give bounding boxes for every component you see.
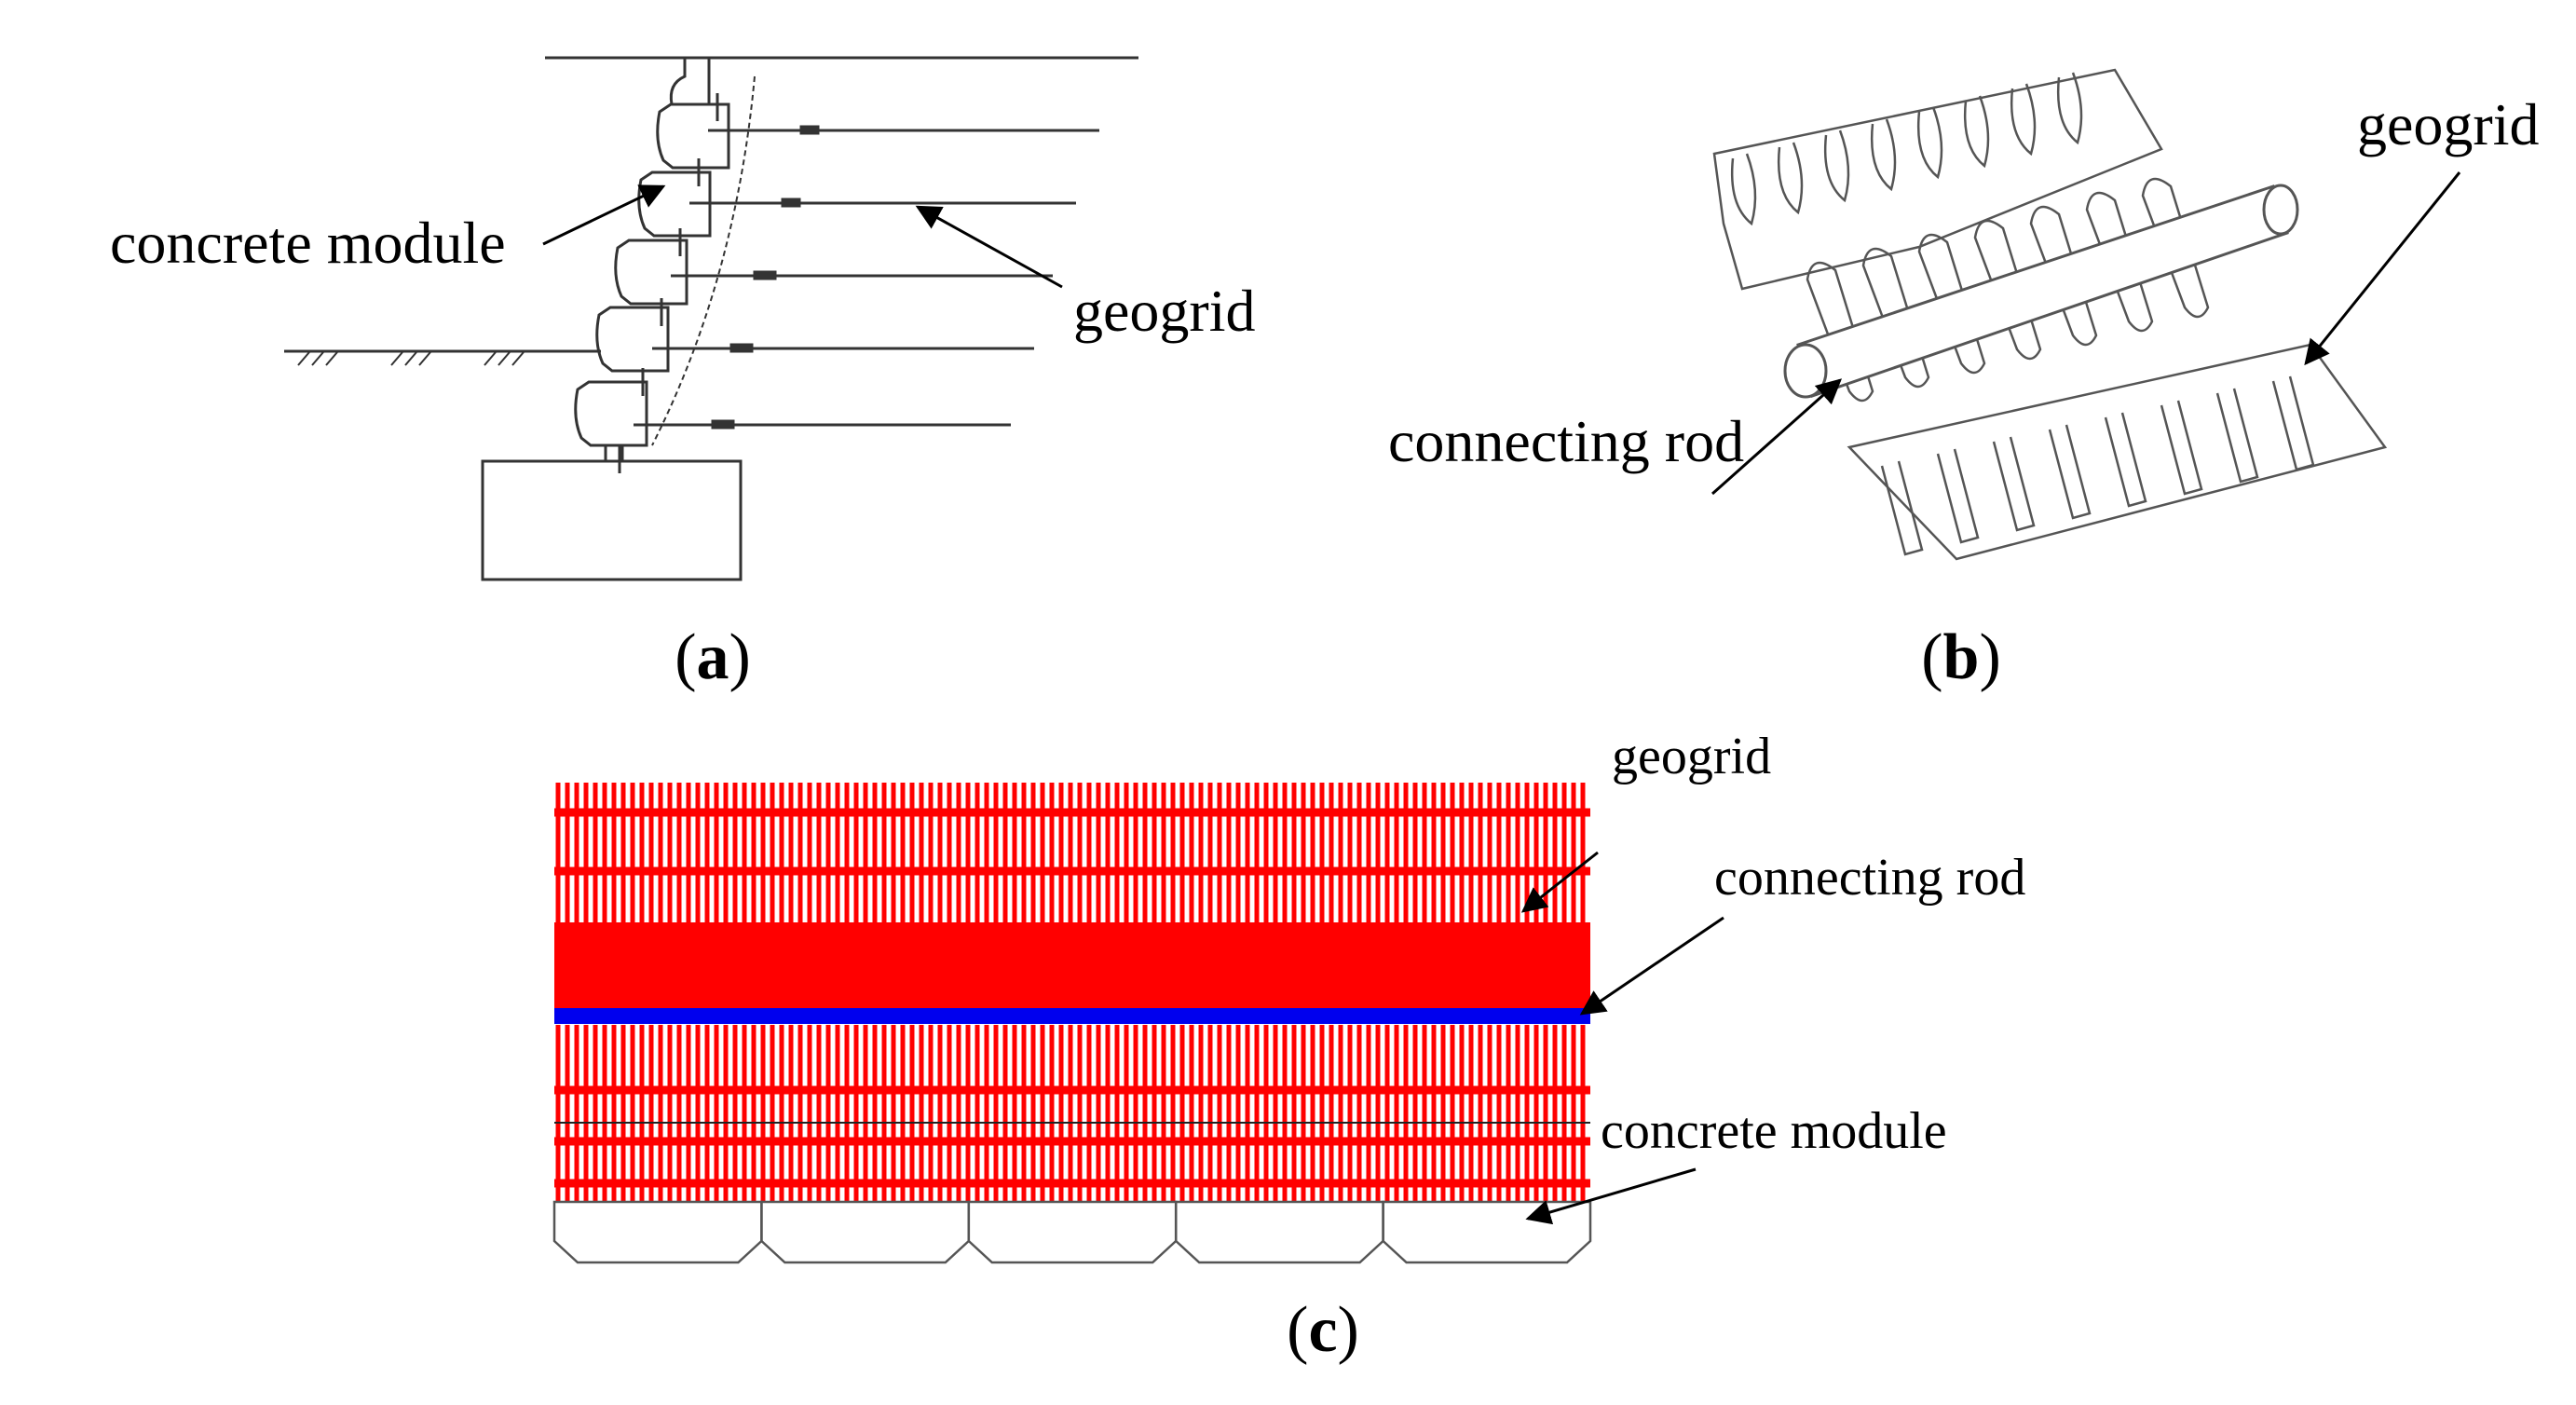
panel-b-label-geogrid: geogrid	[2357, 91, 2540, 157]
panel-a-arrows	[542, 184, 1063, 289]
concrete-module-block	[760, 1200, 971, 1264]
panel-b-arrows	[1711, 171, 2461, 496]
connecting-rod-bar	[554, 1008, 1590, 1024]
wall-batter-line	[651, 75, 756, 446]
panel-c-label-module: concrete module	[1601, 1102, 1947, 1160]
concrete-module-row	[552, 1200, 1592, 1264]
panel-a-wall-section	[284, 56, 1138, 581]
geogrid-layers	[634, 125, 1099, 430]
block-connectors	[618, 93, 719, 473]
geogrid-mesh-lower	[555, 1025, 1586, 1202]
lower-geogrid-ribs	[1880, 375, 2315, 556]
concrete-module-block	[967, 1200, 1178, 1264]
concrete-module-block	[1382, 1200, 1592, 1264]
panel-b-label-rod: connecting rod	[1388, 408, 1744, 474]
panel-c-caption: (c)	[1287, 1294, 1359, 1366]
ground-hatch	[297, 351, 525, 366]
panel-a-caption: (a)	[675, 621, 751, 693]
panel-b-geogrid-detail	[1712, 68, 2388, 561]
concrete-module-block	[1174, 1200, 1384, 1264]
panel-c-arrows	[1520, 851, 1724, 1225]
panel-a-label-module: concrete module	[110, 210, 506, 276]
geogrid-dense-band	[554, 922, 1590, 1016]
panel-a-label-geogrid: geogrid	[1073, 278, 1256, 344]
panel-b-caption: (b)	[1921, 621, 2001, 693]
concrete-module-block	[552, 1200, 763, 1264]
interlocking-loops	[1806, 177, 2210, 402]
geogrid-node-rows	[554, 808, 1590, 1188]
panel-c-numerical-model	[552, 783, 1592, 1264]
footing	[481, 459, 743, 581]
connecting-rod-drawing	[1783, 184, 2299, 399]
concrete-module-stack	[574, 58, 730, 461]
panel-c-label-rod: connecting rod	[1714, 849, 2025, 907]
upper-geogrid-ribs	[1731, 72, 2083, 226]
geogrid-mesh-upper	[555, 783, 1586, 924]
panel-c-label-geogrid: geogrid	[1612, 728, 1771, 785]
